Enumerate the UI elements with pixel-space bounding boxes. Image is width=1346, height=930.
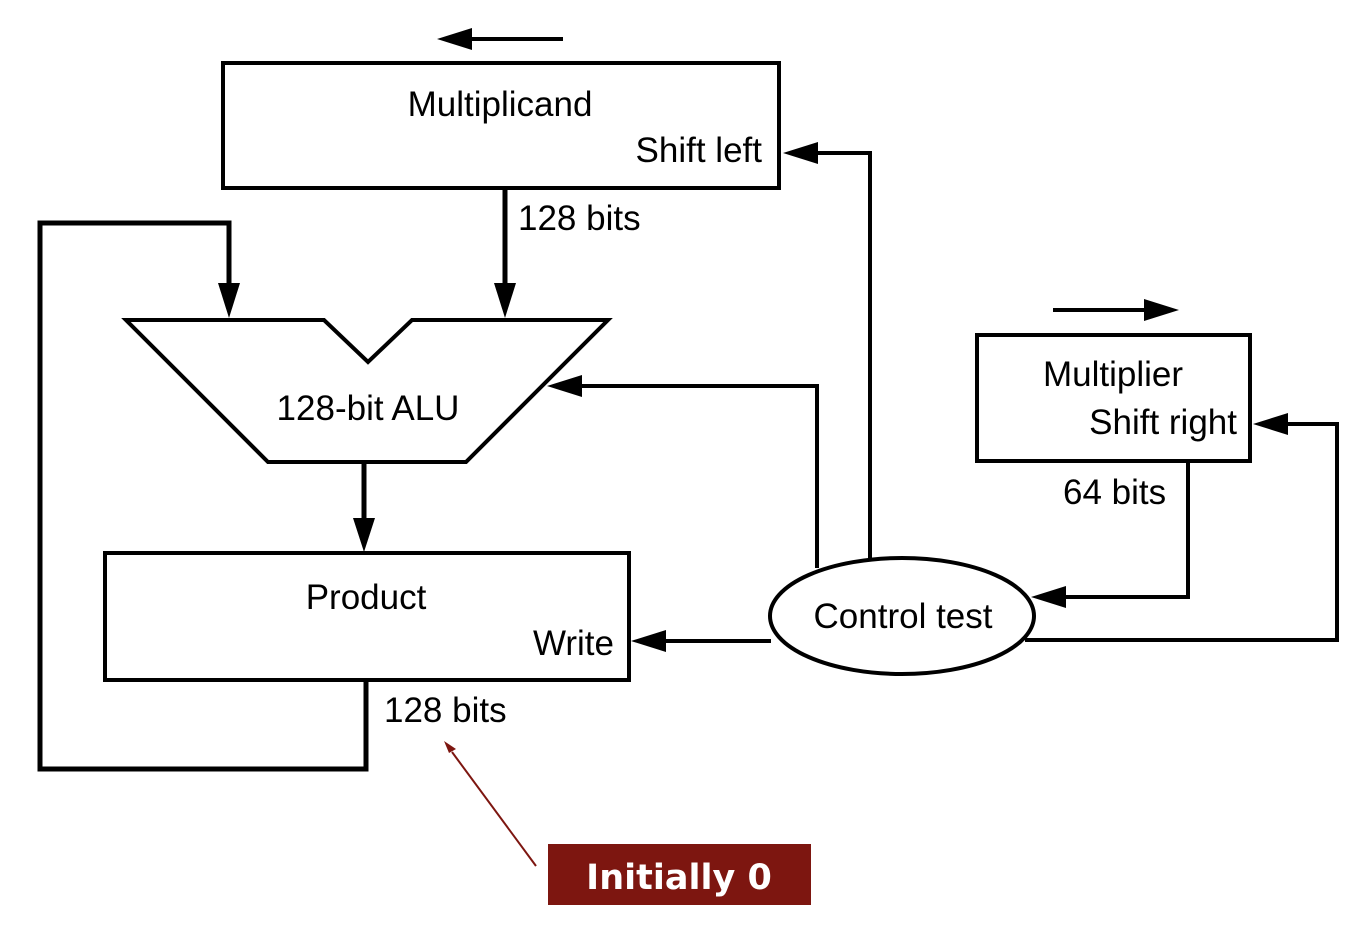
multiplicand-shift-left-label: Shift left <box>636 131 763 170</box>
initial-value-annotation: Initially 0 <box>444 741 811 905</box>
multiplier-shift-right-label: Shift right <box>1089 403 1237 442</box>
multiplicand-label: Multiplicand <box>408 85 593 124</box>
control-to-product-wire <box>631 630 771 652</box>
product-label: Product <box>306 578 427 617</box>
annotation-text: Initially 0 <box>586 858 772 898</box>
product-register: Product Write <box>103 551 631 682</box>
multiplier-bus-width: 64 bits <box>1063 473 1166 512</box>
multiplicand-register: Multiplicand Shift left <box>221 61 781 190</box>
shift-left-direction-arrow <box>437 28 563 50</box>
shift-right-direction-arrow <box>1053 299 1179 321</box>
multiplier-to-control-wire <box>1031 461 1190 608</box>
control-to-multiplicand-wire <box>783 142 872 559</box>
product-write-label: Write <box>533 624 614 663</box>
product-feedback-bus <box>37 220 369 772</box>
control-test: Control test <box>768 556 1036 676</box>
control-test-label: Control test <box>814 597 993 636</box>
multiplier-register: Multiplier Shift right <box>975 333 1252 463</box>
control-to-multiplier-wire <box>1025 413 1339 642</box>
alu-to-product-bus <box>353 462 375 552</box>
product-bus-width: 128 bits <box>384 691 507 730</box>
alu: 128-bit ALU <box>121 318 613 464</box>
control-to-alu-wire <box>547 375 819 568</box>
multiplicand-bus-width: 128 bits <box>518 199 641 238</box>
multiplier-label: Multiplier <box>1043 355 1183 394</box>
multiplicand-to-alu-bus <box>494 188 516 318</box>
annotation-box <box>548 844 811 905</box>
alu-label: 128-bit ALU <box>277 389 460 428</box>
